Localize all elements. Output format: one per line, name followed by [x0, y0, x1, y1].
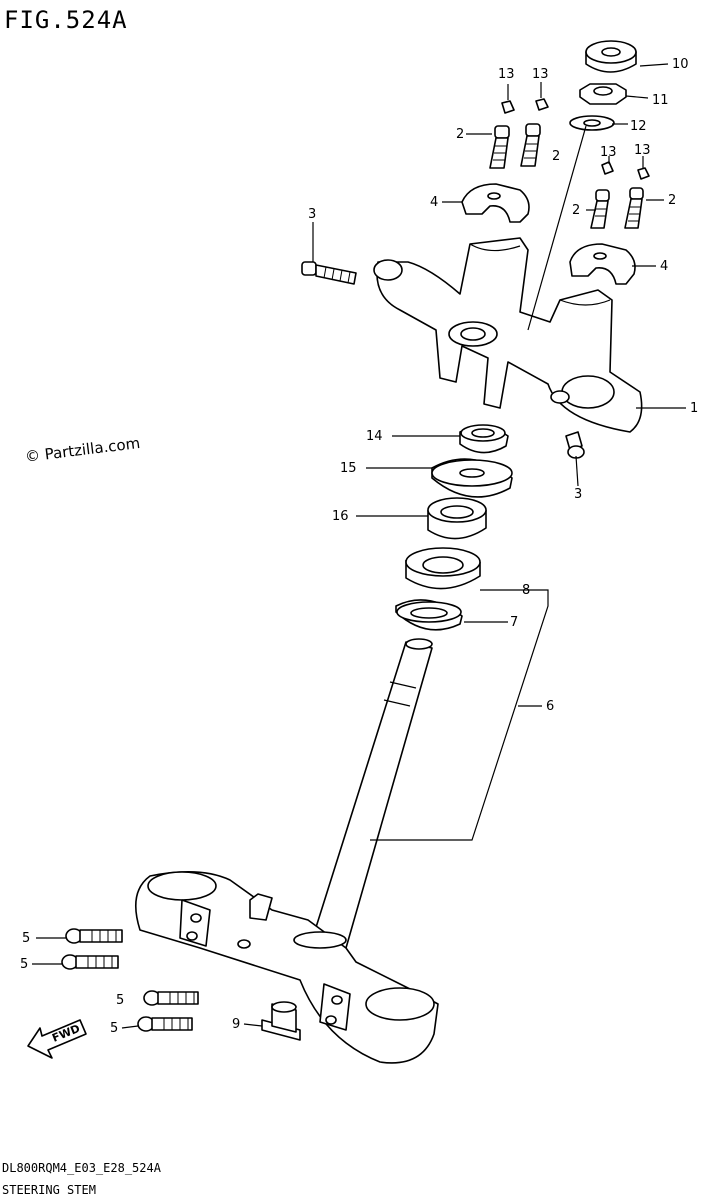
part-upper-bracket[interactable]: [373, 237, 643, 433]
part-stem-cap[interactable]: [585, 40, 637, 73]
part-bolt-2[interactable]: [489, 123, 644, 229]
callout-8: 8: [522, 583, 530, 598]
callout-5: 5: [22, 931, 30, 946]
callout-15: 15: [340, 461, 357, 476]
part-cap-13[interactable]: [501, 98, 650, 180]
figure-name: STEERING STEM: [2, 1183, 96, 1197]
part-handlebar-holder[interactable]: [461, 183, 636, 285]
part-steering-stem[interactable]: [134, 638, 439, 1064]
callout-2: 2: [552, 149, 560, 164]
part-lock-nut[interactable]: [459, 424, 509, 454]
callout-5: 5: [110, 1021, 118, 1036]
callout-13: 13: [600, 145, 617, 160]
part-nut[interactable]: [579, 83, 627, 105]
callout-5: 5: [20, 957, 28, 972]
callout-9: 9: [232, 1017, 240, 1032]
callout-14: 14: [366, 429, 383, 444]
callout-3: 3: [574, 487, 582, 502]
part-bolt-5[interactable]: [61, 928, 199, 1032]
callout-13: 13: [634, 143, 651, 158]
callout-7: 7: [510, 615, 518, 630]
part-bearing[interactable]: [405, 547, 481, 590]
callout-labels: 1 2 2 2 2 3 3 4 4 5 5 5 5 6 7 8 9 10 11 …: [20, 57, 698, 1036]
callout-2: 2: [572, 203, 580, 218]
callout-13: 13: [498, 67, 515, 82]
callout-4: 4: [430, 195, 438, 210]
figure-code: DL800RQM4_E03_E28_524A: [2, 1161, 161, 1175]
part-washer-12[interactable]: [569, 115, 615, 131]
callout-13: 13: [532, 67, 549, 82]
callout-2: 2: [456, 127, 464, 142]
part-bolt-3[interactable]: [301, 261, 585, 459]
part-collar[interactable]: [261, 1001, 301, 1041]
callout-12: 12: [630, 119, 647, 134]
callout-10: 10: [672, 57, 689, 72]
part-dust-seal[interactable]: [427, 497, 487, 540]
callout-3: 3: [308, 207, 316, 222]
callout-2: 2: [668, 193, 676, 208]
part-washer-15[interactable]: [431, 458, 513, 498]
callout-5: 5: [116, 993, 124, 1008]
fwd-arrow: FWD: [27, 1019, 87, 1059]
part-seal[interactable]: [395, 599, 463, 631]
callout-4: 4: [660, 259, 668, 274]
callout-11: 11: [652, 93, 669, 108]
leader-lines: [32, 63, 686, 1029]
figure-title: FIG.524A: [4, 6, 128, 34]
callout-6: 6: [546, 699, 554, 714]
callout-16: 16: [332, 509, 349, 524]
callout-1: 1: [690, 401, 698, 416]
